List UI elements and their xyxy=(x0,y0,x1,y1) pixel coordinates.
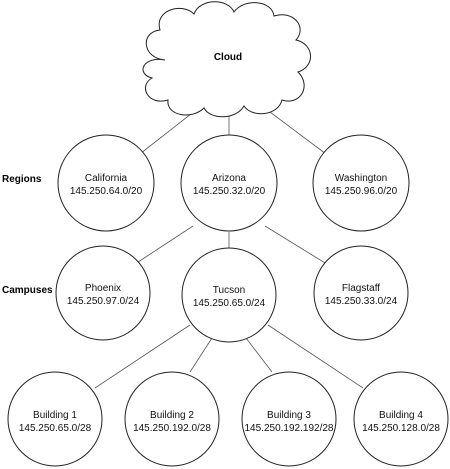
edge-tucson-building-3 xyxy=(245,337,273,373)
campus-node-tucson: Tucson 145.250.65.0/24 xyxy=(181,247,277,343)
campus-subnet: 145.250.65.0/24 xyxy=(193,298,266,309)
region-circle xyxy=(312,134,410,232)
region-circle xyxy=(57,134,155,232)
campus-subnet: 145.250.97.0/24 xyxy=(67,296,140,307)
campus-circle xyxy=(313,245,409,341)
building-subnet: 145.250.65.0/28 xyxy=(19,423,92,434)
region-name: California xyxy=(85,173,128,184)
row-label-campuses: Campuses xyxy=(2,285,53,296)
region-subnet: 145.250.32.0/20 xyxy=(193,186,266,197)
edge-arizona-flagstaff xyxy=(264,225,331,267)
campus-node-phoenix: Phoenix 145.250.97.0/24 xyxy=(55,245,151,341)
building-circle xyxy=(7,371,103,467)
campus-node-flagstaff: Flagstaff 145.250.33.0/24 xyxy=(313,245,409,341)
region-subnet: 145.250.64.0/20 xyxy=(70,186,143,197)
cloud-icon xyxy=(142,1,311,118)
building-name: Building 1 xyxy=(33,410,77,421)
building-name: Building 4 xyxy=(379,410,423,421)
building-node-4: Building 4 145.250.128.0/28 xyxy=(353,371,449,467)
building-subnet: 145.250.128.0/28 xyxy=(362,423,440,434)
campus-name: Phoenix xyxy=(85,283,121,294)
building-name: Building 3 xyxy=(267,410,311,421)
region-node-washington: Washington 145.250.96.0/20 xyxy=(312,134,410,232)
cloud-node: Cloud xyxy=(142,1,311,118)
building-circle xyxy=(353,371,449,467)
campus-circle xyxy=(55,245,151,341)
campus-name: Tucson xyxy=(213,285,245,296)
edge-tucson-building-2 xyxy=(189,337,213,373)
building-subnet: 145.250.192.0/28 xyxy=(133,423,211,434)
building-node-1: Building 1 145.250.65.0/28 xyxy=(7,371,103,467)
region-circle xyxy=(180,134,278,232)
region-node-california: California 145.250.64.0/20 xyxy=(57,134,155,232)
edge-tucson-building-1 xyxy=(94,324,191,389)
building-circle xyxy=(241,371,337,467)
building-subnet: 145.250.192.192/28 xyxy=(245,423,334,434)
building-node-3: Building 3 145.250.192.192/28 xyxy=(241,371,337,467)
building-name: Building 2 xyxy=(150,410,194,421)
campus-subnet: 145.250.33.0/24 xyxy=(325,296,398,307)
region-name: Arizona xyxy=(212,173,246,184)
campus-circle xyxy=(181,247,277,343)
region-name: Washington xyxy=(335,173,387,184)
region-node-arizona: Arizona 145.250.32.0/20 xyxy=(180,134,278,232)
cloud-label: Cloud xyxy=(214,52,242,63)
row-label-regions: Regions xyxy=(2,174,42,185)
region-subnet: 145.250.96.0/20 xyxy=(325,186,398,197)
edge-arizona-phoenix xyxy=(131,225,194,267)
edge-tucson-building-4 xyxy=(267,324,364,389)
building-circle xyxy=(124,371,220,467)
campus-name: Flagstaff xyxy=(342,283,380,294)
building-node-2: Building 2 145.250.192.0/28 xyxy=(124,371,220,467)
